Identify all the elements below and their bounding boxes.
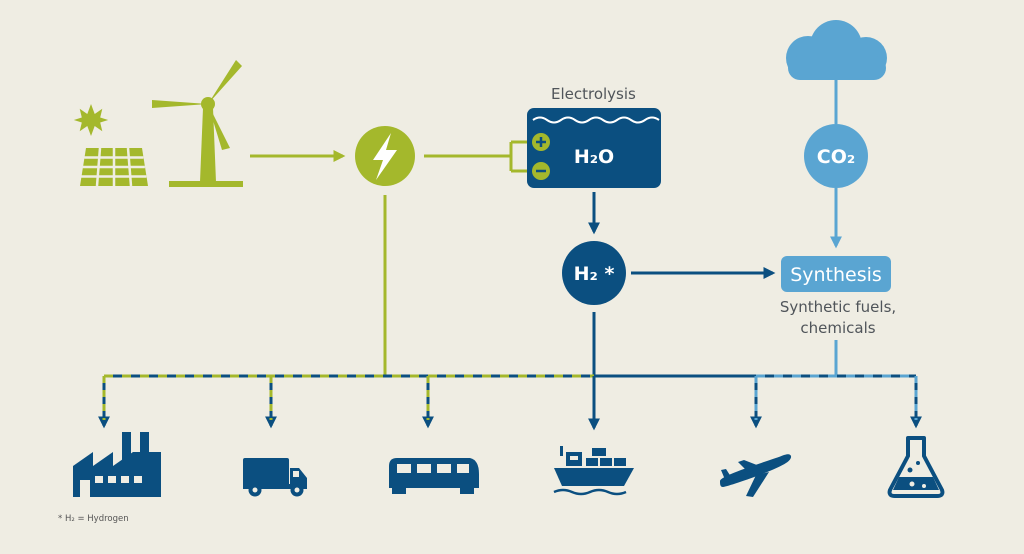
synthesis-caption-line-1: Synthetic fuels, [779, 298, 897, 316]
hydrogen-label: H₂ * [574, 263, 615, 285]
synthesis-caption-line-2: chemicals [800, 319, 876, 337]
electrode-wire [509, 140, 527, 173]
ship-icon [553, 446, 634, 496]
electrolyzer-icon: H₂O [527, 108, 661, 188]
solar-panel-icon [80, 147, 148, 187]
flask-icon [887, 436, 945, 498]
electrolysis-label: Electrolysis [551, 85, 636, 103]
footnote: * H₂ = Hydrogen [58, 514, 129, 524]
co2-node [804, 124, 868, 188]
wind-turbine-icon [152, 60, 243, 187]
sun-icon [73, 104, 109, 136]
hydrogen-node [562, 241, 626, 305]
co2-label: CO₂ [817, 146, 855, 168]
airplane-icon [720, 454, 792, 497]
synthesis-caption: Synthetic fuels, chemicals [762, 297, 914, 339]
train-icon [389, 458, 479, 494]
truck-icon [243, 458, 307, 497]
minus-electrode-icon [532, 162, 550, 180]
plus-electrode-icon [532, 133, 550, 151]
synthesis-box [781, 256, 891, 292]
synthesis-label: Synthesis [790, 264, 882, 286]
cloud-icon [786, 20, 887, 80]
electricity-icon [355, 126, 415, 186]
water-label: H₂O [574, 146, 614, 168]
factory-icon [73, 432, 161, 497]
